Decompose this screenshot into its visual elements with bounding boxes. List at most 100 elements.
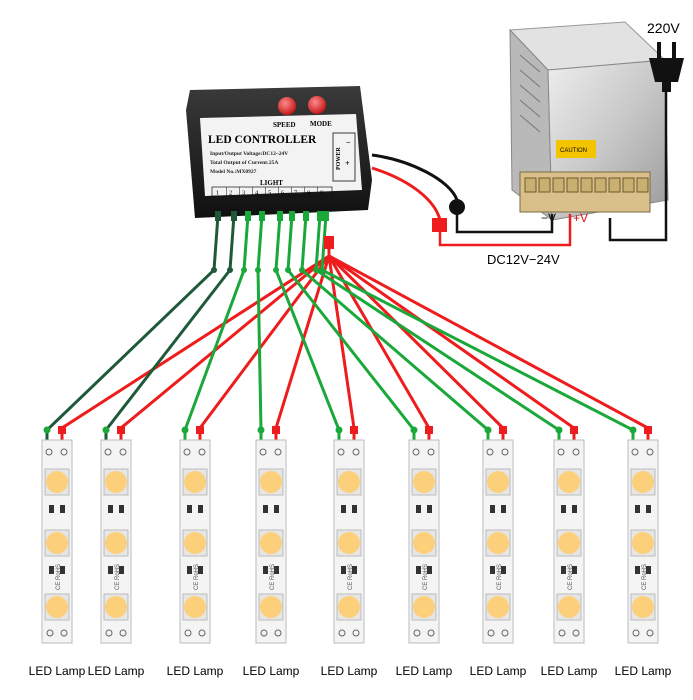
resistor [572,505,577,513]
red-wire-end-1 [58,426,66,434]
strip-pad-neg [104,448,112,456]
strip-bottom-pad [572,629,580,637]
plug-body [649,58,684,82]
channel-number-2: 2 [229,190,232,197]
green-wire-end-8 [555,426,563,434]
strip-bottom-pad [184,629,192,637]
strip-bottom-pad [558,629,566,637]
common-positive-connector [324,236,334,249]
led-chip [184,532,206,554]
resistor [49,566,54,574]
green-wire-6 [286,214,416,440]
led-chip [338,596,360,618]
lamp-label-1: LED Lamp [29,664,86,678]
resistor [187,505,192,513]
led-strips: CE RoHS LED Lamp CE RoHS LED Lamp CE RoHS LED… [29,439,672,678]
resistor [352,505,357,513]
led-chip [105,532,127,554]
ctrl-power-black-cable [371,153,459,201]
spec-model: Model No.:MX0927 [210,169,257,175]
wire-joint [227,267,233,273]
spec-voltage: Input/Output Voltage:DC12~24V [210,151,288,157]
resistor [416,505,421,513]
led-strip-3: CE RoHS [179,439,211,644]
led-chip [558,471,580,493]
resistor [198,566,203,574]
resistor [49,505,54,513]
resistor [341,505,346,513]
red-wire-end-6 [425,426,433,434]
resistor [635,566,640,574]
strip-bottom-pad [260,629,268,637]
green-wire-end-1 [43,426,51,434]
mode-button[interactable] [308,96,326,114]
strip-bottom-pad [501,629,509,637]
resistor [108,505,113,513]
channel-strip [211,186,333,197]
red-wire-end-4 [272,426,280,434]
power-vertical-label: POWER [336,147,342,170]
resistor [60,505,65,513]
speed-label: SPEED [273,121,296,129]
led-chip [487,471,509,493]
wire-joint [285,267,291,273]
lamp-label-2: LED Lamp [88,664,145,678]
led-strip-2: CE RoHS [100,439,132,644]
wire-joint [273,267,279,273]
strip-bottom-pad [274,629,282,637]
psu-terminal-screws [524,177,649,193]
strip-cert-mark: CE RoHS [348,564,354,590]
channel-number-6: 6 [281,190,285,197]
spec-current: Total Output of Current:25A [210,160,278,166]
resistor [198,505,203,513]
strip-cert-mark: CE RoHS [115,564,121,590]
lamp-label-8: LED Lamp [541,664,598,678]
resistor [427,566,432,574]
resistor [187,566,192,574]
resistor [119,505,124,513]
resistor [490,566,495,574]
resistor [274,566,279,574]
led-strip-1: CE RoHS [41,439,73,644]
red-wire-end-7 [499,426,507,434]
red-wire-7 [327,249,505,440]
strip-bottom-pad [60,629,68,637]
resistor [263,566,268,574]
led-strip-4: CE RoHS [255,439,287,644]
output-cable-stub [323,211,329,221]
led-chip [260,596,282,618]
channel-number-3: 3 [242,190,245,197]
resistor [572,566,577,574]
led-strip-8: CE RoHS [553,439,585,644]
led-strip-9: CE RoHS [627,439,659,644]
black-connector [449,199,465,215]
strip-pad-neg [45,448,53,456]
green-wire-3 [183,214,250,440]
led-controller: SPEED MODE LED CONTROLLER Input/Output V… [186,86,372,218]
red-connector [432,218,447,232]
resistor [646,505,651,513]
led-strip-5: CE RoHS [333,439,365,644]
resistor [341,566,346,574]
led-chip [105,471,127,493]
led-strip-6: CE RoHS [408,439,440,644]
strip-pad-pos [427,448,435,456]
strip-pad-pos [352,448,360,456]
led-chip [46,532,68,554]
mains-plug: 220V [647,20,684,92]
plug-prong-right [672,42,676,60]
output-cable-stub [259,211,265,221]
led-chip [632,471,654,493]
channel-number-4: 4 [255,190,259,197]
strip-bottom-pad [105,629,113,637]
lamp-label-9: LED Lamp [615,664,672,678]
psu-pos-terminal-label: +V [573,211,588,225]
speed-button[interactable] [278,97,296,115]
resistor [427,505,432,513]
strip-pad-pos [501,448,509,456]
strip-pad-neg [631,448,639,456]
resistor [501,566,506,574]
red-wire-1 [60,249,331,440]
strip-pad-neg [337,448,345,456]
